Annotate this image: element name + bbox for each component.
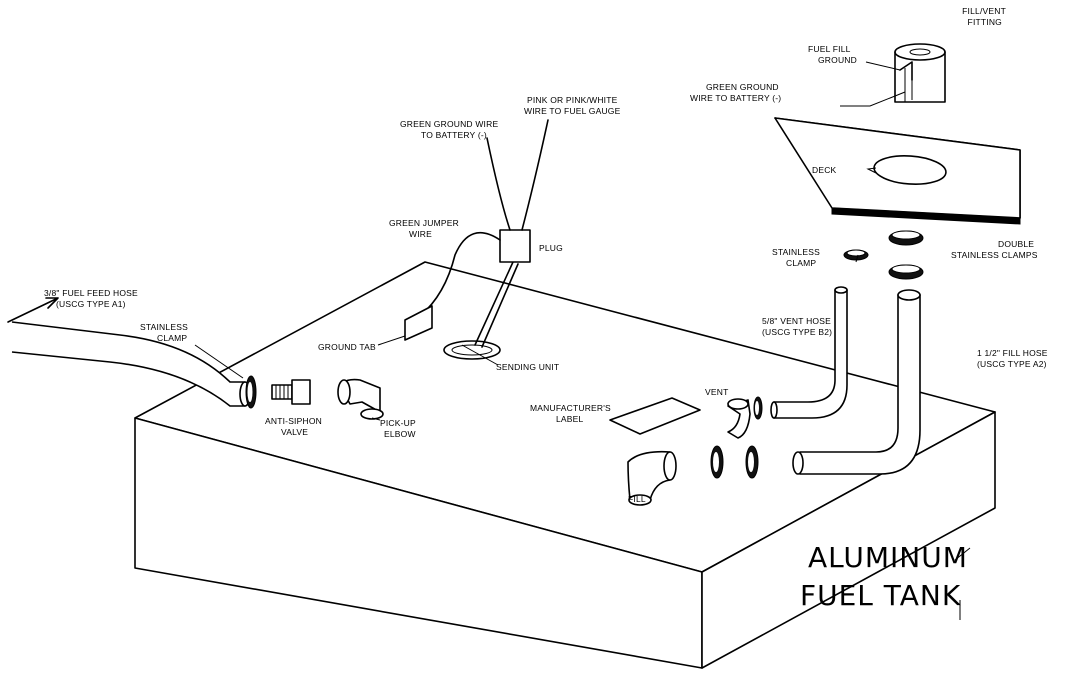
svg-text:GREEN GROUND WIRE: GREEN GROUND WIRE [400, 119, 498, 129]
label-vent-hose-2: (USCG TYPE B2) [762, 327, 832, 337]
svg-text:GROUND: GROUND [818, 55, 857, 65]
label-tank-title-1: ALUMINUM [808, 541, 968, 574]
label-green-ground-battery-left-1: GREEN GROUND WIRE [400, 119, 498, 129]
fill-elbow [627, 450, 677, 506]
svg-text:ALUMINUM: ALUMINUM [808, 541, 968, 574]
label-pickup-elbow-1: PICK-UP [380, 418, 416, 428]
svg-text:1 1/2" FILL HOSE: 1 1/2" FILL HOSE [977, 348, 1048, 358]
label-manufacturer-label-1: MANUFACTURER'S [530, 403, 611, 413]
label-deck: DECK [812, 165, 837, 175]
svg-text:MANUFACTURER'S: MANUFACTURER'S [530, 403, 611, 413]
manufacturer-label [609, 397, 701, 435]
svg-text:WIRE TO FUEL GAUGE: WIRE TO FUEL GAUGE [524, 106, 621, 116]
label-fill-hose-2: (USCG TYPE A2) [977, 359, 1047, 369]
fill-hose-clamps [710, 445, 759, 479]
label-green-ground-battery-left-2: TO BATTERY (-) [421, 130, 487, 140]
leader-lines [194, 61, 971, 620]
plug [499, 229, 531, 263]
label-pink-wire-1: PINK OR PINK/WHITE [527, 95, 618, 105]
double-stainless-clamps [888, 230, 924, 280]
svg-text:TO BATTERY (-): TO BATTERY (-) [421, 130, 487, 140]
label-ground-tab: GROUND TAB [318, 342, 376, 352]
svg-text:3/8" FUEL FEED HOSE: 3/8" FUEL FEED HOSE [44, 288, 138, 298]
svg-text:PINK OR PINK/WHITE: PINK OR PINK/WHITE [527, 95, 618, 105]
label-fill-vent-fitting-2: FITTING [968, 17, 1002, 27]
label-sending-unit: SENDING UNIT [496, 362, 559, 372]
svg-text:SENDING UNIT: SENDING UNIT [496, 362, 559, 372]
svg-text:VENT: VENT [705, 387, 728, 397]
label-stainless-clamp-right-2: CLAMP [786, 258, 816, 268]
label-pink-wire-2: WIRE TO FUEL GAUGE [524, 106, 621, 116]
deck-plate [774, 117, 1021, 225]
label-stainless-clamp-left-2: CLAMP [157, 333, 187, 343]
svg-text:PLUG: PLUG [539, 243, 563, 253]
label-stainless-clamp-left-1: STAINLESS [140, 322, 188, 332]
label-feed-hose-2: (USCG TYPE A1) [56, 299, 126, 309]
svg-text:STAINLESS CLAMPS: STAINLESS CLAMPS [951, 250, 1038, 260]
svg-text:(USCG TYPE A1): (USCG TYPE A1) [56, 299, 126, 309]
label-green-ground-battery-right-1: GREEN GROUND [706, 82, 779, 92]
svg-text:PICK-UP: PICK-UP [380, 418, 416, 428]
svg-text:5/8" VENT HOSE: 5/8" VENT HOSE [762, 316, 831, 326]
svg-text:FILL: FILL [628, 494, 646, 504]
svg-text:(USCG TYPE A2): (USCG TYPE A2) [977, 359, 1047, 369]
label-tank-title-2: FUEL TANK [800, 579, 961, 612]
svg-text:STAINLESS: STAINLESS [772, 247, 820, 257]
fuel-feed-hose [7, 297, 251, 407]
ground-tab [404, 305, 433, 341]
svg-text:CLAMP: CLAMP [157, 333, 187, 343]
svg-text:CLAMP: CLAMP [786, 258, 816, 268]
fill-vent-fitting [894, 43, 946, 103]
vent-elbow [727, 396, 763, 439]
svg-text:FUEL TANK: FUEL TANK [800, 579, 961, 612]
label-green-jumper-2: WIRE [409, 229, 432, 239]
label-vent-hose-1: 5/8" VENT HOSE [762, 316, 831, 326]
svg-text:(USCG TYPE B2): (USCG TYPE B2) [762, 327, 832, 337]
svg-text:DOUBLE: DOUBLE [998, 239, 1034, 249]
label-double-clamps-2: STAINLESS CLAMPS [951, 250, 1038, 260]
label-anti-siphon-1: ANTI-SIPHON [265, 416, 322, 426]
label-fill-hose-1: 1 1/2" FILL HOSE [977, 348, 1048, 358]
svg-text:STAINLESS: STAINLESS [140, 322, 188, 332]
svg-text:ANTI-SIPHON: ANTI-SIPHON [265, 416, 322, 426]
wires [419, 119, 549, 317]
svg-text:GREEN JUMPER: GREEN JUMPER [389, 218, 459, 228]
svg-text:FUEL FILL: FUEL FILL [808, 44, 851, 54]
label-green-jumper-1: GREEN JUMPER [389, 218, 459, 228]
svg-text:ELBOW: ELBOW [384, 429, 416, 439]
svg-text:FITTING: FITTING [968, 17, 1002, 27]
stainless-clamp-feed [245, 375, 257, 409]
svg-text:GREEN GROUND: GREEN GROUND [706, 82, 779, 92]
label-plug: PLUG [539, 243, 563, 253]
svg-text:VALVE: VALVE [281, 427, 308, 437]
label-fuel-fill-ground-2: GROUND [818, 55, 857, 65]
label-pickup-elbow-2: ELBOW [384, 429, 416, 439]
pickup-elbow [337, 378, 384, 420]
label-double-clamps-1: DOUBLE [998, 239, 1034, 249]
svg-text:LABEL: LABEL [556, 414, 584, 424]
svg-text:WIRE: WIRE [409, 229, 432, 239]
label-anti-siphon-2: VALVE [281, 427, 308, 437]
fill-hose [792, 289, 921, 475]
svg-text:DECK: DECK [812, 165, 837, 175]
label-green-ground-battery-right-2: WIRE TO BATTERY (-) [690, 93, 781, 103]
anti-siphon-valve [271, 379, 311, 405]
label-fill: FILL [628, 494, 646, 504]
vent-hose [770, 286, 848, 419]
stainless-clamp-vent [843, 249, 869, 261]
label-fuel-fill-ground-1: FUEL FILL [808, 44, 851, 54]
svg-text:GROUND TAB: GROUND TAB [318, 342, 376, 352]
label-stainless-clamp-right-1: STAINLESS [772, 247, 820, 257]
label-vent: VENT [705, 387, 728, 397]
callout-labels: FILL/VENT FITTING FUEL FILL GROUND GREEN… [44, 6, 1048, 612]
label-feed-hose-1: 3/8" FUEL FEED HOSE [44, 288, 138, 298]
svg-text:WIRE TO BATTERY (-): WIRE TO BATTERY (-) [690, 93, 781, 103]
label-fill-vent-fitting-1: FILL/VENT [962, 6, 1006, 16]
svg-text:FILL/VENT: FILL/VENT [962, 6, 1006, 16]
label-manufacturer-label-2: LABEL [556, 414, 584, 424]
